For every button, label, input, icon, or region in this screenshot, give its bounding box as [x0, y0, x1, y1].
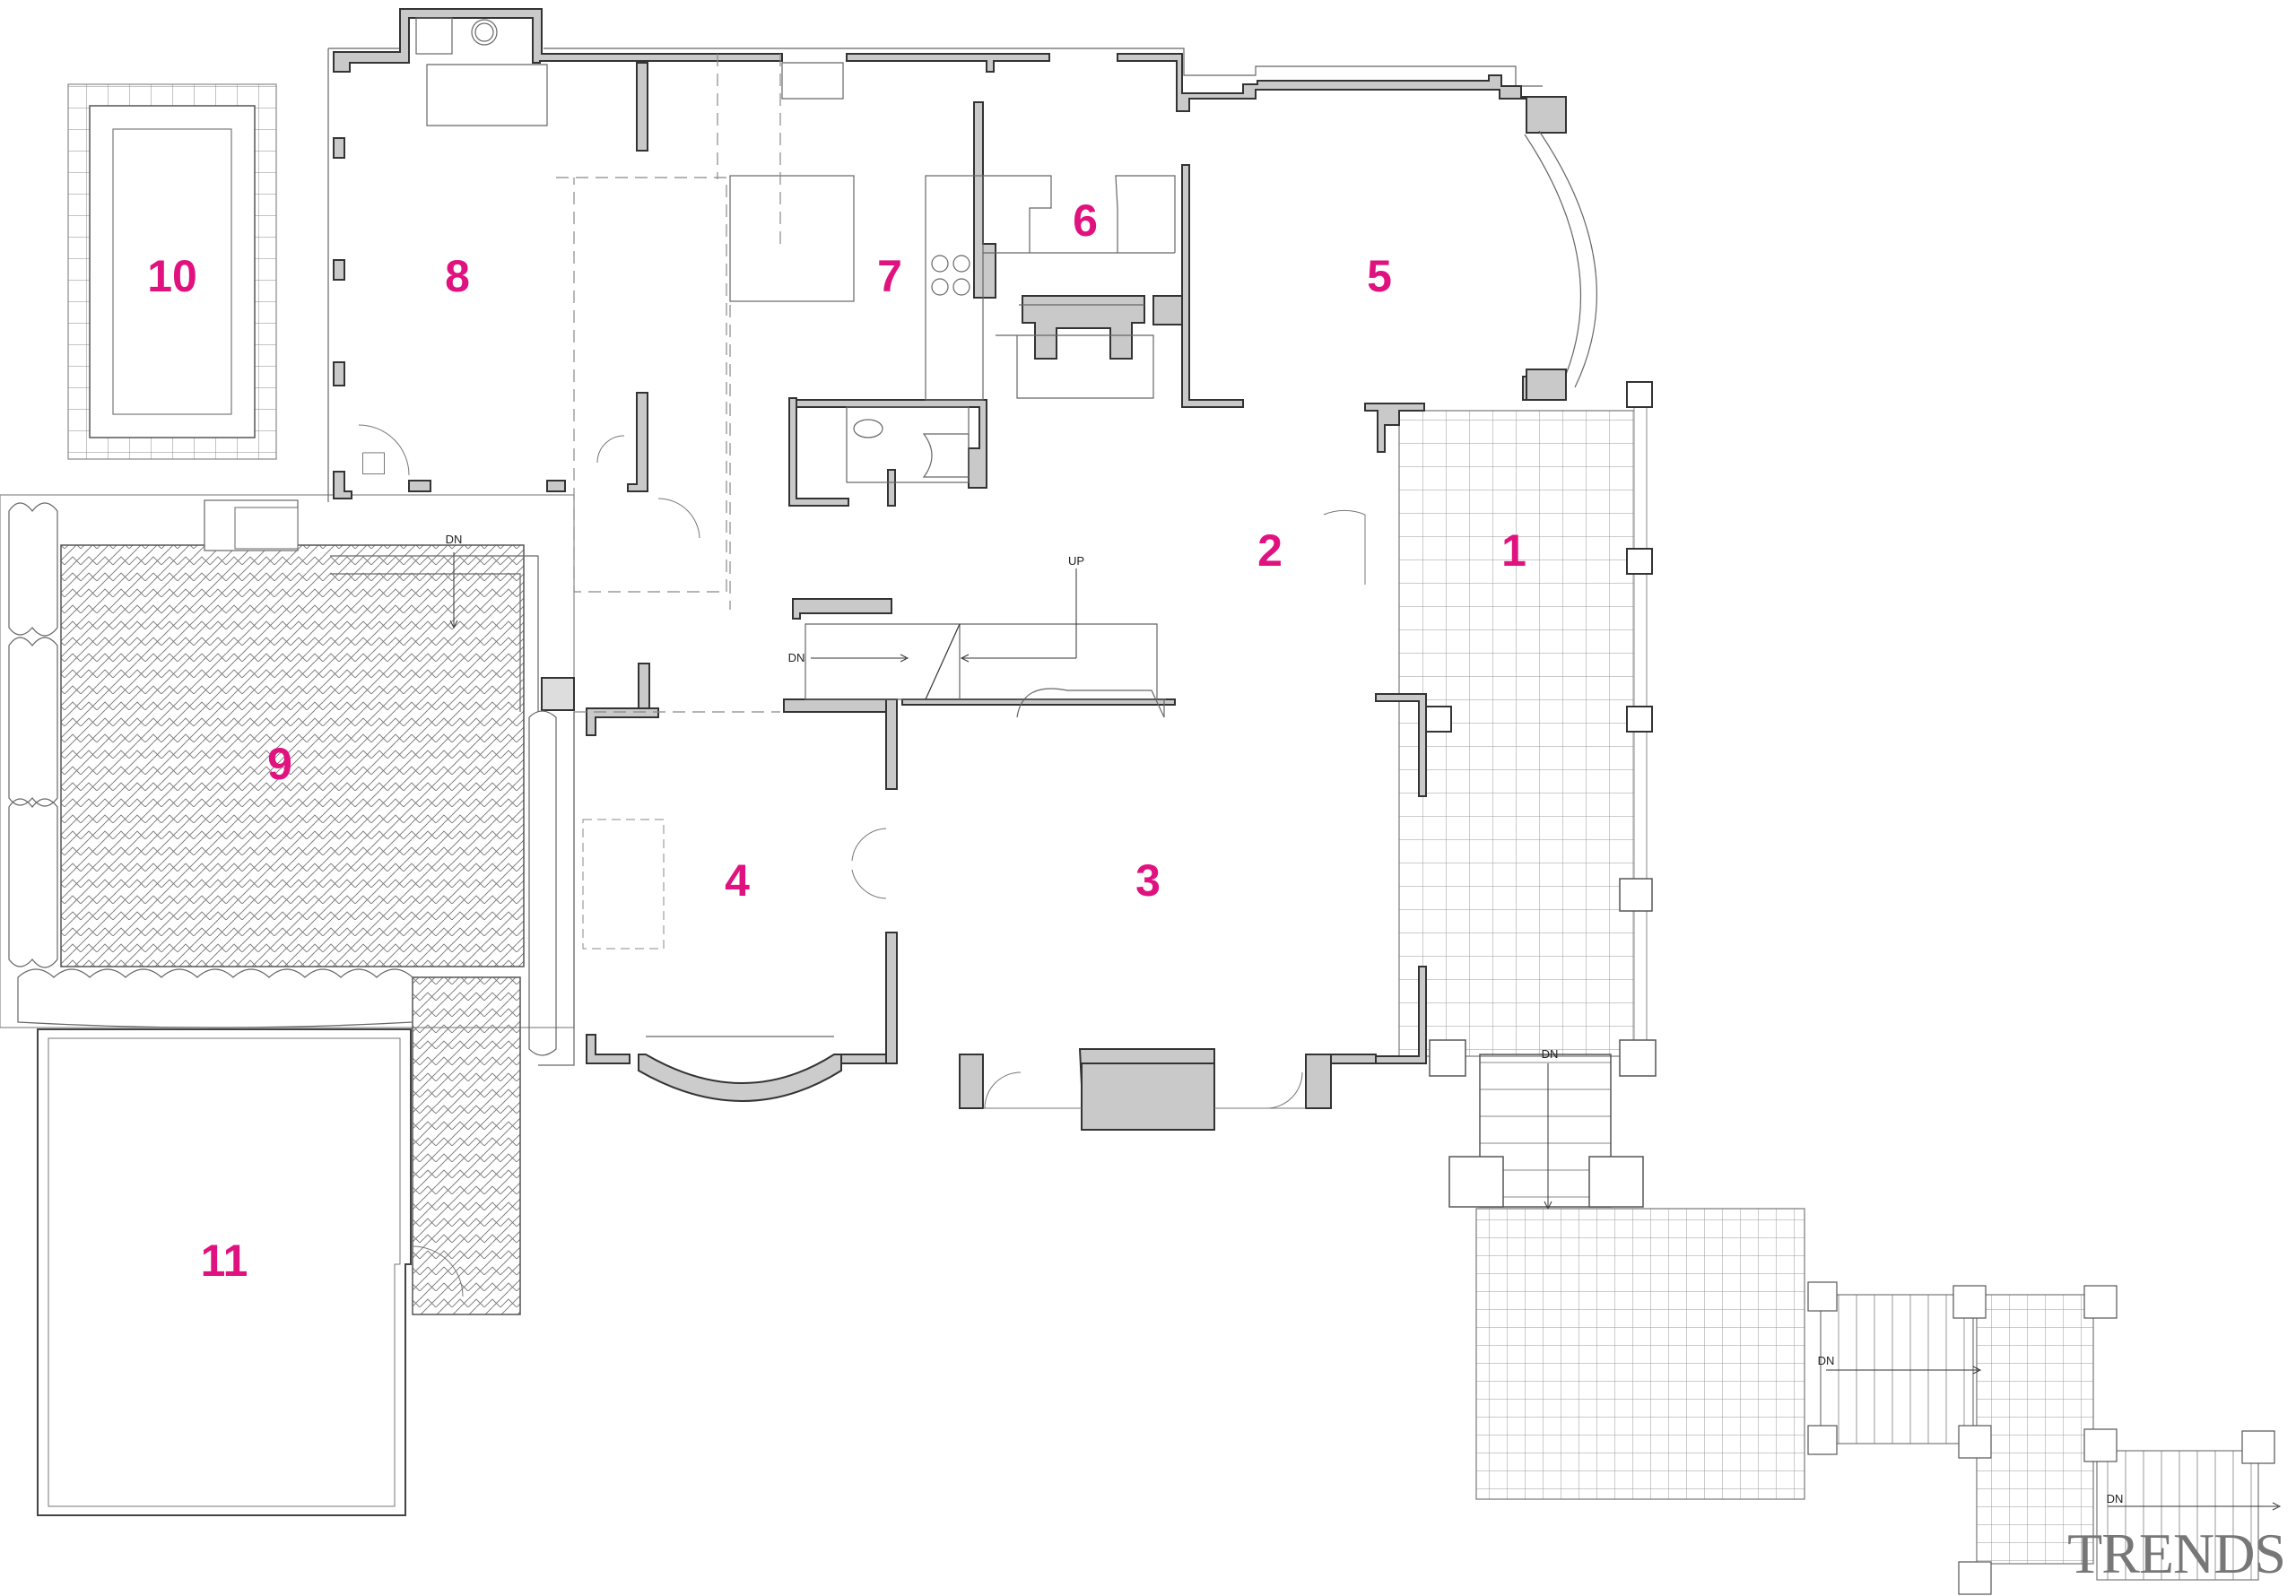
stair-label-dn-main: DN — [788, 651, 805, 664]
room-number-3: 3 — [1135, 855, 1161, 906]
stair-label-dn-entry: DN — [1542, 1047, 1559, 1061]
stair-label-dn-patio: DN — [446, 533, 463, 546]
room-number-10: 10 — [147, 251, 197, 301]
room-number-1: 1 — [1501, 525, 1526, 576]
stair-label-dn-steps-1: DN — [1818, 1354, 1835, 1367]
courtyard-paving — [0, 452, 575, 1315]
room-number-4: 4 — [725, 855, 750, 906]
room-number-7: 7 — [877, 251, 902, 301]
interior-fixtures — [330, 17, 1366, 1109]
pool-area — [67, 83, 277, 460]
room-number-2: 2 — [1257, 525, 1283, 576]
room-number-9: 9 — [267, 739, 292, 789]
room-number-8: 8 — [445, 251, 470, 301]
terrace-paving — [1398, 381, 2282, 1595]
stair-label-up-main: UP — [1068, 554, 1084, 568]
stair-label-dn-steps-2: DN — [2107, 1492, 2124, 1505]
garage-slab — [37, 1028, 464, 1516]
room-number-5: 5 — [1367, 251, 1392, 301]
room-labels: 1 2 3 4 5 6 7 8 9 10 11 — [147, 195, 1526, 1286]
room-number-6: 6 — [1073, 195, 1098, 246]
room-number-11: 11 — [201, 1236, 248, 1286]
stair-labels: DN UP DN DN DN DN — [446, 533, 2124, 1505]
watermark-logo: TRENDS — [2067, 1522, 2286, 1585]
exterior-walls — [327, 8, 1597, 1131]
